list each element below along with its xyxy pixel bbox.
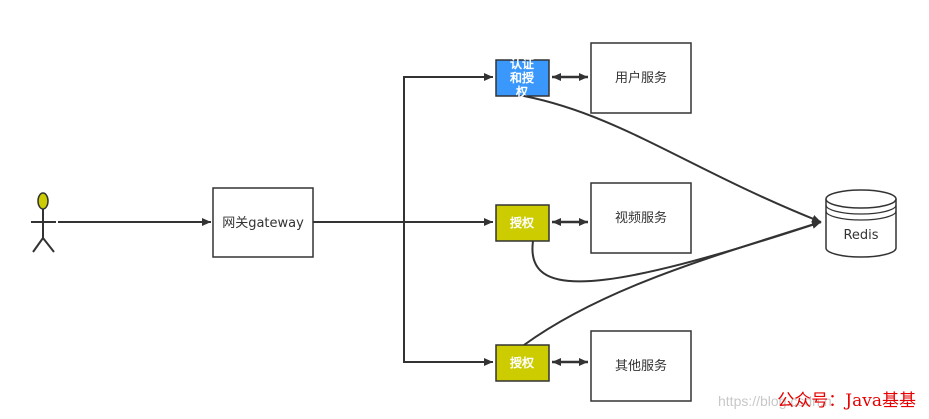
watermark-label: 公众号：Java基基 bbox=[777, 391, 916, 411]
user-service-label: 用户服务 bbox=[615, 70, 667, 86]
video-service-node: 视频服务 bbox=[590, 182, 692, 254]
video-service-label: 视频服务 bbox=[615, 210, 667, 226]
auth-authz-label-line1: 认证 bbox=[510, 56, 534, 71]
redis-node: Redis bbox=[825, 189, 897, 258]
watermark: https://blog.csdn.n 公众号：Java基基 bbox=[718, 391, 916, 411]
user-service-node: 用户服务 bbox=[590, 42, 692, 114]
edge-authz-to-services bbox=[552, 73, 588, 366]
authz-video-node: 授权 bbox=[495, 204, 550, 242]
authz-video-label: 授权 bbox=[510, 215, 535, 230]
gateway-node: 网关gateway bbox=[212, 187, 314, 258]
watermark-faint-text: https://blog.csdn.n bbox=[718, 393, 832, 409]
user-actor-icon bbox=[31, 192, 56, 253]
auth-authz-label-line2: 和授 bbox=[509, 70, 535, 85]
other-service-node: 其他服务 bbox=[590, 330, 692, 402]
gateway-label: 网关gateway bbox=[222, 216, 304, 231]
auth-authz-label-line3: 权 bbox=[515, 84, 529, 99]
edge-authz-to-redis bbox=[523, 95, 822, 346]
authz-other-node: 授权 bbox=[495, 344, 550, 382]
redis-label: Redis bbox=[843, 228, 878, 243]
authz-other-label: 授权 bbox=[510, 355, 535, 370]
edge-gateway-to-authz-nodes bbox=[313, 73, 493, 366]
auth-authz-node: 认证 和授 权 bbox=[495, 56, 550, 99]
other-service-label: 其他服务 bbox=[615, 358, 667, 374]
